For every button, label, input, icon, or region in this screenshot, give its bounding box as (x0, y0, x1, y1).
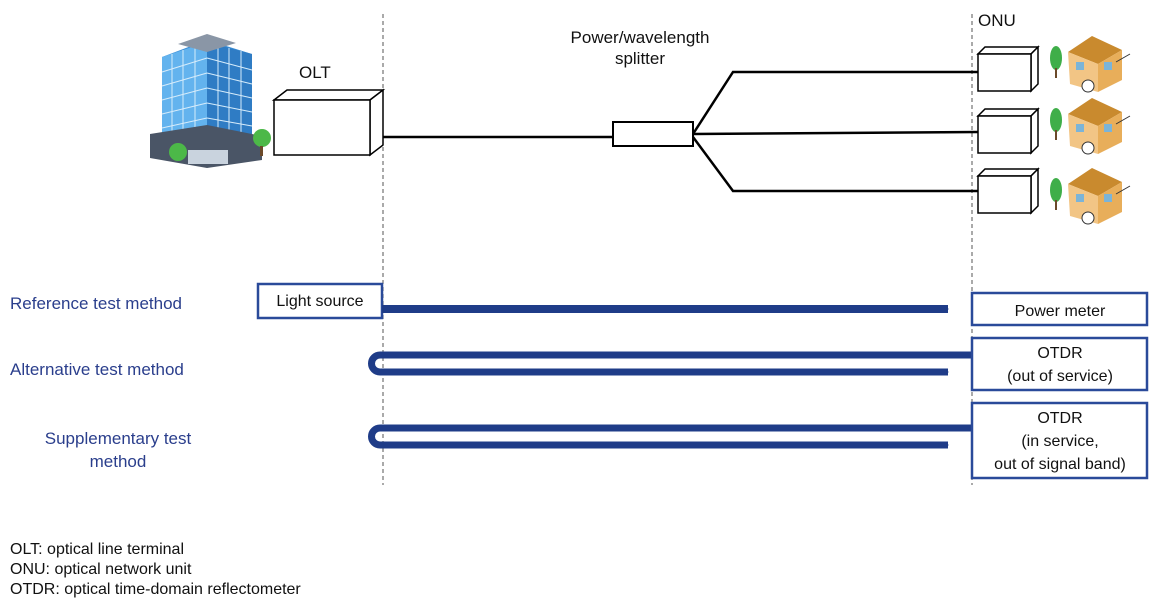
splitter-box (612, 121, 694, 147)
onu-unit-1 (976, 45, 1040, 93)
onu-label: ONU (978, 11, 1016, 30)
supplementary-loop-arrow (368, 424, 972, 449)
otdr-out-label-1: OTDR (1037, 345, 1082, 362)
office-building-icon (150, 34, 271, 168)
light-source-label: Light source (276, 293, 363, 310)
power-meter-label: Power meter (1015, 303, 1106, 320)
otdr-out-label-2: (out of service) (1007, 368, 1113, 385)
otdr-in-service-box (970, 401, 1149, 480)
otdr-in-label-3: out of signal band) (994, 456, 1126, 473)
olt-label: OLT (299, 63, 331, 82)
splitter-label-1: Power/wavelength (571, 28, 710, 47)
alternative-loop-arrow (368, 351, 972, 376)
reference-method-label: Reference test method (10, 294, 182, 313)
splitter-label-2: splitter (615, 49, 665, 68)
house-icon (1050, 98, 1131, 155)
supplementary-method-label-1: Supplementary test (45, 429, 192, 448)
legend-olt: OLT: optical line terminal (10, 541, 184, 558)
house-icon (1050, 36, 1131, 93)
otdr-in-label-1: OTDR (1037, 410, 1082, 427)
onu-unit-3 (976, 167, 1040, 215)
power-meter-box (970, 291, 1149, 327)
supplementary-method-label-2: method (90, 452, 147, 471)
light-source-box (256, 282, 384, 320)
alternative-method-label: Alternative test method (10, 360, 184, 379)
onu-unit-2 (976, 107, 1040, 155)
olt-unit (271, 88, 386, 157)
drop-fiber-bottom (691, 136, 978, 193)
otdr-in-label-2: (in service, (1021, 433, 1098, 450)
legend-otdr: OTDR: optical time-domain reflectometer (10, 581, 301, 598)
house-icon (1050, 168, 1131, 225)
drop-fiber-middle (692, 130, 979, 136)
legend-onu: ONU: optical network unit (10, 561, 192, 578)
drop-fiber-top (691, 70, 978, 135)
otdr-out-of-service-box (970, 336, 1149, 392)
